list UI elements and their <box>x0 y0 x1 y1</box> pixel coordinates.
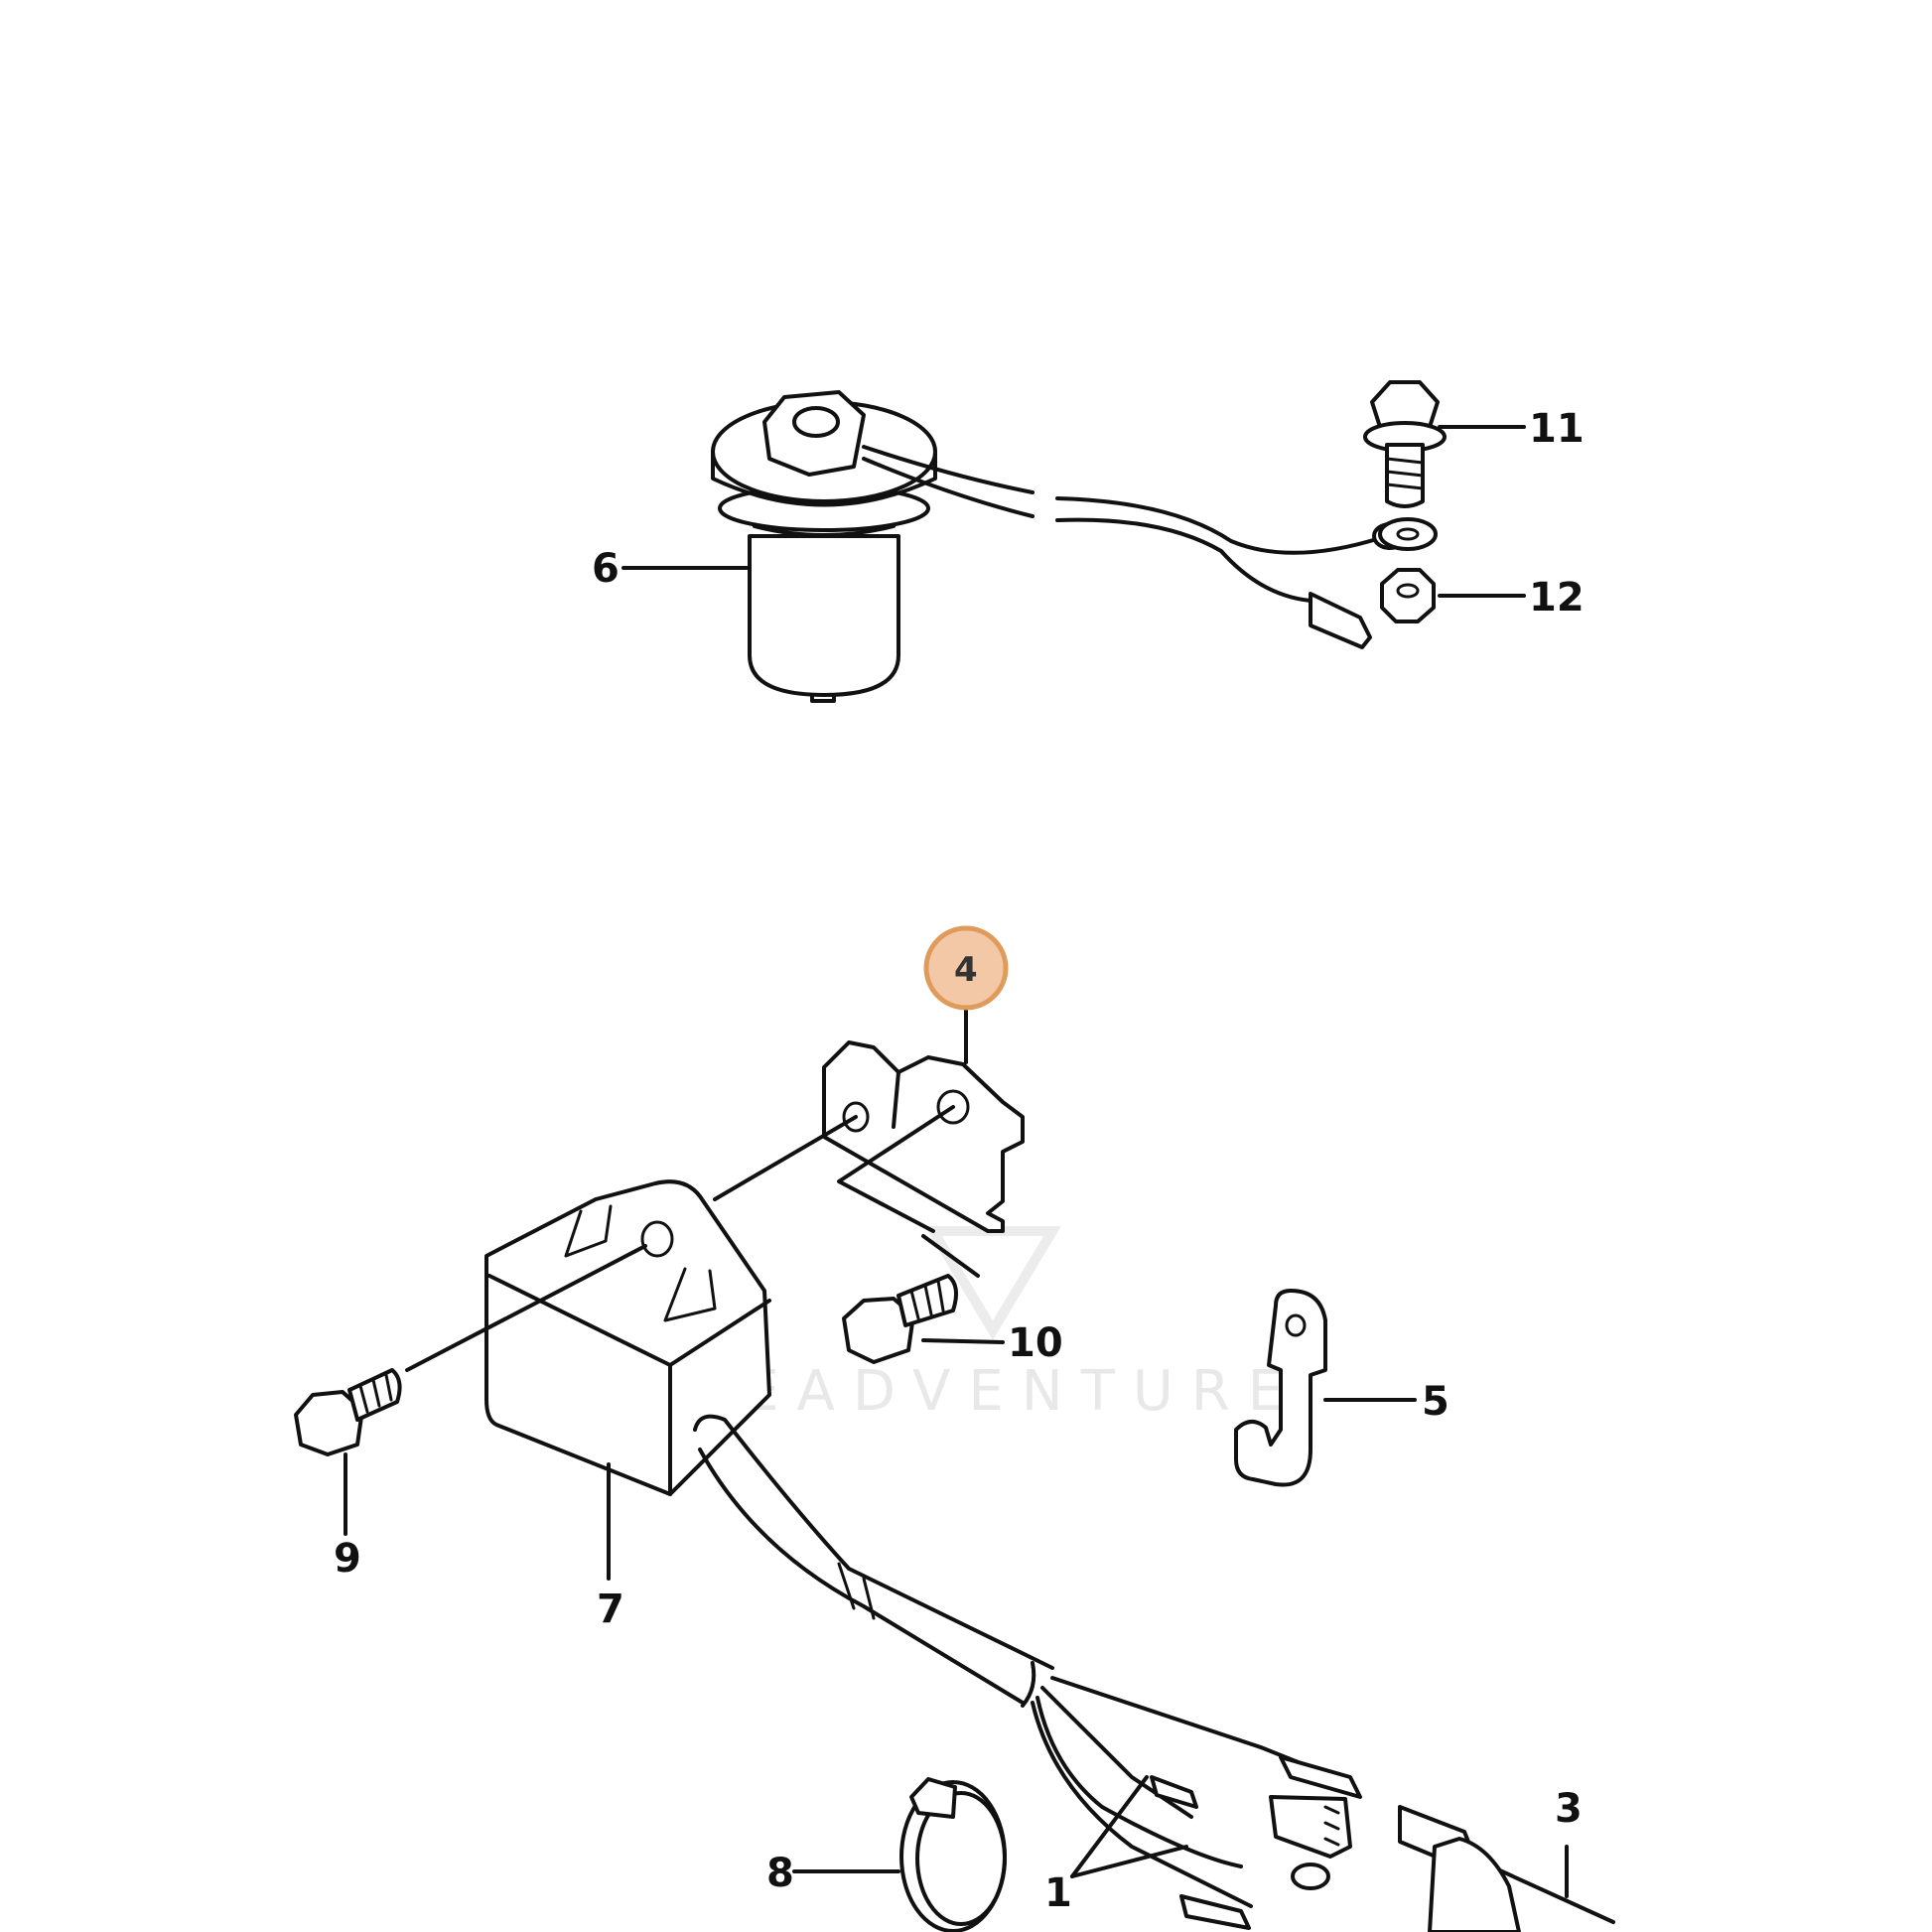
callout-12[interactable]: 12 <box>1529 575 1585 621</box>
part-7-cdi-unit[interactable] <box>484 1179 771 1496</box>
part-5-clip[interactable] <box>1234 1289 1327 1487</box>
callout-8[interactable]: 8 <box>766 1851 794 1896</box>
part-9-bolt[interactable] <box>294 1368 402 1456</box>
watermark-text: LEADVENTURE <box>695 1359 1301 1424</box>
callout-9[interactable]: 9 <box>334 1536 361 1582</box>
callout-10[interactable]: 10 <box>1008 1320 1063 1366</box>
part-12-nut[interactable] <box>1380 568 1436 623</box>
part-8-clamp[interactable] <box>899 1777 1007 1932</box>
part-4-bracket[interactable] <box>822 1040 1025 1233</box>
highlight-circle <box>923 925 1009 1011</box>
explode-lines <box>405 1105 980 1372</box>
part-3-connector[interactable] <box>1398 1805 1615 1932</box>
callout-4-highlight[interactable]: 4 <box>923 925 1009 1011</box>
part-6-sensor[interactable] <box>711 390 1408 703</box>
callout-3[interactable]: 3 <box>1555 1786 1583 1832</box>
washer[interactable] <box>1378 517 1438 551</box>
callout-11[interactable]: 11 <box>1529 406 1585 452</box>
callout-6[interactable]: 6 <box>592 546 620 592</box>
callout-5[interactable]: 5 <box>1422 1379 1449 1425</box>
leader-lines <box>344 425 1569 1898</box>
part-10-bolt[interactable] <box>842 1274 959 1364</box>
callout-4[interactable]: 4 <box>954 950 978 990</box>
callout-7[interactable]: 7 <box>597 1587 624 1632</box>
callout-1[interactable]: 1 <box>1044 1870 1072 1916</box>
part-11-bolt[interactable] <box>1363 380 1447 508</box>
wire-harness[interactable] <box>693 1414 1362 1930</box>
watermark: LEADVENTURE <box>695 1226 1301 1424</box>
